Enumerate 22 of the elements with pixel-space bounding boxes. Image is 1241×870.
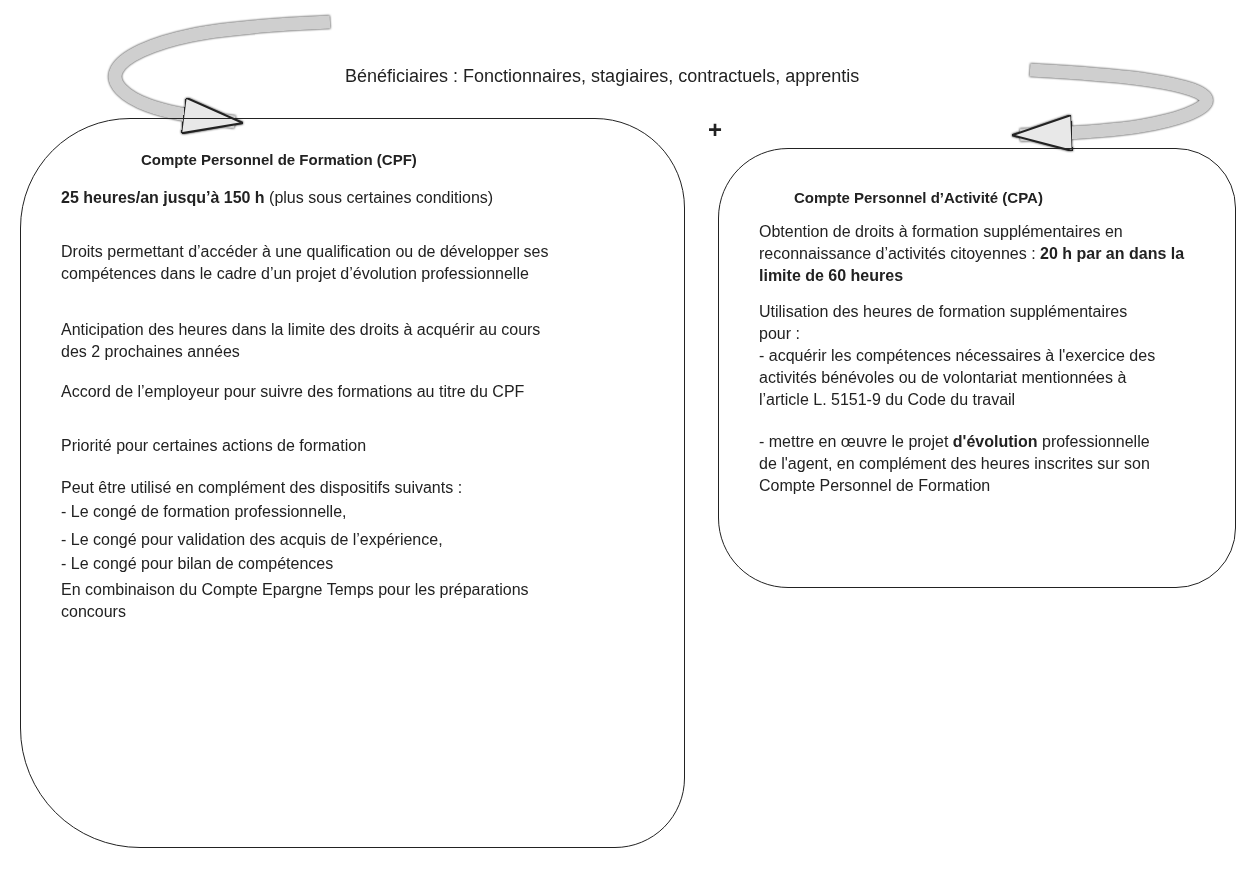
curved-arrow xyxy=(1011,63,1213,152)
panel-heading: Compte Personnel de Formation (CPF) xyxy=(141,150,418,170)
plus-sign: + xyxy=(708,116,722,144)
panel-text: Droits permettant d’accéder à une qualification ou de développer ses compétences dans le cadre d’un projet d’évolution professionnelle xyxy=(61,242,550,284)
beneficiaries-note: Bénéficiaires : Fonctionnaires, stagiaires, contractuels, apprentis xyxy=(345,66,860,87)
panel-text: Priorité pour certaines actions de formation xyxy=(61,436,368,456)
info-panel xyxy=(718,148,1236,588)
panel-text: En combinaison du Compte Epargne Temps pour les préparations concours xyxy=(61,580,530,622)
panel-text: - Le congé pour validation des acquis de l’expérience, xyxy=(61,530,444,550)
panel-text: - Le congé pour bilan de compétences xyxy=(61,554,335,574)
panel-text: Peut être utilisé en complément des dispositifs suivants : xyxy=(61,478,464,498)
panel-text: - Le congé de formation professionnelle, xyxy=(61,502,348,522)
panel-text: 25 heures/an jusqu’à 150 h (plus sous certaines conditions) xyxy=(61,188,495,208)
info-panel xyxy=(20,118,685,848)
panel-text: Accord de l’employeur pour suivre des formations au titre du CPF xyxy=(61,382,526,402)
panel-text: - acquérir les compétences nécessaires à l'exercice des activités bénévoles ou de volontariat mentionnées à l’article L. 5151-9 du Code du travail xyxy=(759,346,1157,410)
curved-arrow xyxy=(108,15,331,135)
panel-text: Utilisation des heures de formation supplémentaires pour : xyxy=(759,302,1129,344)
panel-text: - mettre en œuvre le projet d'évolution professionnelle de l'agent, en complément des heures inscrites sur son Compte Personnel de Formation xyxy=(759,432,1151,496)
panel-text: Obtention de droits à formation supplémentaires en reconnaissance d’activités citoyennes : 20 h par an dans la limite de 60 heures xyxy=(759,222,1186,286)
panel-heading: Compte Personnel d’Activité (CPA) xyxy=(794,188,1044,208)
panel-text: Anticipation des heures dans la limite des droits à acquérir au cours des 2 prochaines années xyxy=(61,320,542,362)
